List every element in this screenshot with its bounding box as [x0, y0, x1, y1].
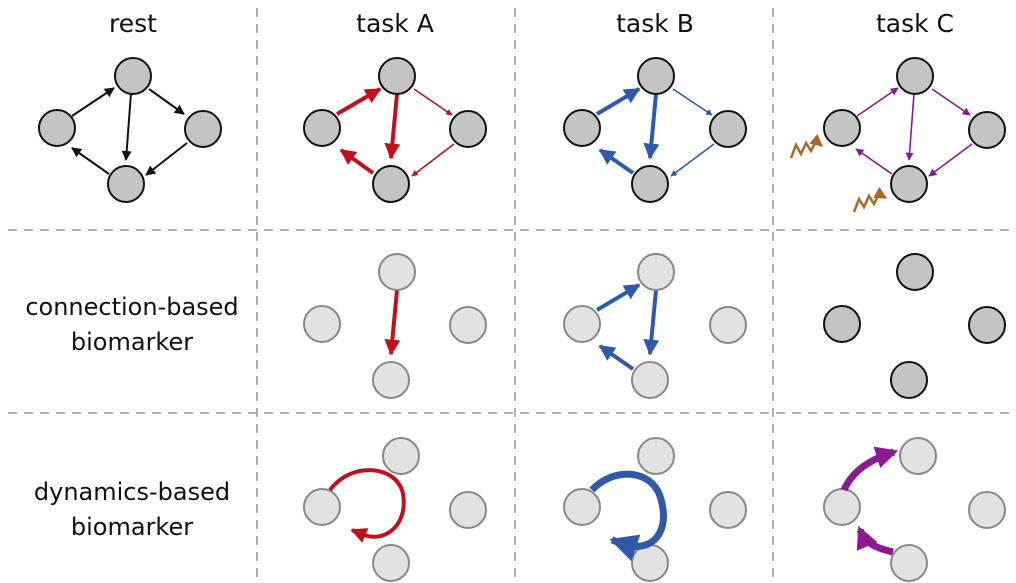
node-circle-icon: [563, 109, 601, 147]
zigzag-input-icon: [789, 133, 823, 159]
node-circle-icon: [709, 110, 747, 148]
connection-task-c: [823, 253, 1006, 399]
node-circle-icon: [449, 491, 487, 529]
header-task-a: task A: [356, 9, 434, 38]
zigzag-input-icon: [852, 186, 888, 213]
node-circle-icon: [896, 253, 934, 291]
header-rest: rest: [109, 9, 157, 38]
arrow-b-bottom-left: [598, 148, 635, 175]
node-circle-icon: [449, 306, 487, 344]
dynamics-task-c: [823, 437, 1006, 582]
arrow-c-right-bottom: [928, 143, 973, 177]
node-circle-icon: [637, 253, 675, 291]
arrow-rest-bottom-left: [71, 147, 110, 175]
node-circle-icon: [563, 488, 601, 526]
row-label-connection-line2: biomarker: [71, 328, 193, 356]
node-circle-icon: [968, 491, 1006, 529]
curved-arrow-dyn-c-upper: [840, 446, 899, 492]
arrow-b-top-right: [672, 88, 713, 116]
node-circle-icon: [378, 253, 416, 291]
arrow-a-top-right: [413, 88, 453, 116]
connection-task-b: [563, 253, 747, 399]
curved-arrow-dyn-c-lower: [856, 525, 894, 556]
grid-lines: [8, 8, 1012, 578]
loop-arrow-dyn-b: [589, 470, 667, 562]
node-circle-icon: [372, 361, 410, 399]
arrow-rest-top-bottom: [121, 92, 132, 161]
node-circle-icon: [449, 110, 487, 148]
arrow-c-bottom-left: [855, 148, 893, 175]
network-task-b: [563, 57, 747, 203]
arrow-c-top-right: [931, 88, 971, 116]
arrow-a-right-bottom: [411, 143, 455, 177]
node-circle-icon: [38, 109, 76, 147]
node-circle-icon: [382, 437, 420, 475]
network-rest: [38, 57, 222, 203]
node-circle-icon: [823, 109, 861, 147]
node-circle-icon: [372, 544, 410, 582]
arrow-a-top-bottom: [384, 93, 401, 160]
row-label-connection-line1: connection-based: [25, 293, 238, 321]
node-circle-icon: [631, 361, 669, 399]
node-circle-icon: [107, 165, 145, 203]
node-circle-icon: [890, 544, 928, 582]
arrow-conn-b-left-top: [595, 283, 641, 312]
arrow-rest-right-bottom: [145, 142, 188, 176]
node-circle-icon: [709, 491, 747, 529]
node-circle-icon: [303, 305, 341, 343]
node-circle-icon: [709, 306, 747, 344]
node-circle-icon: [563, 305, 601, 343]
dynamics-task-a: [303, 437, 487, 582]
node-circle-icon: [968, 111, 1006, 149]
dynamics-task-b: [563, 437, 747, 582]
arrow-conn-b-bottom-left: [598, 344, 635, 371]
loop-arrow-dyn-a: [328, 468, 406, 543]
arrow-rest-left-top: [71, 87, 115, 117]
arrow-b-right-bottom: [670, 143, 715, 177]
arrow-conn-a: [384, 289, 401, 356]
node-circle-icon: [372, 165, 410, 203]
row-label-dynamics-line2: biomarker: [71, 513, 193, 541]
arrow-b-left-top: [595, 87, 641, 116]
node-circle-icon: [303, 488, 341, 526]
node-circle-icon: [637, 57, 675, 95]
network-task-a: [303, 57, 487, 203]
node-circle-icon: [631, 165, 669, 203]
connection-task-a: [303, 253, 487, 399]
arrow-c-left-top: [856, 87, 899, 117]
header-task-c: task C: [876, 9, 954, 38]
node-circle-icon: [184, 110, 222, 148]
node-circle-icon: [631, 544, 669, 582]
node-circle-icon: [896, 57, 934, 95]
node-circle-icon: [899, 437, 937, 475]
node-circle-icon: [378, 57, 416, 95]
network-task-c: [789, 57, 1006, 213]
arrow-a-bottom-left: [339, 148, 375, 175]
node-circle-icon: [303, 109, 341, 147]
node-circle-icon: [823, 305, 861, 343]
node-circle-icon: [637, 437, 675, 475]
node-circle-icon: [890, 361, 928, 399]
arrow-a-left-top: [335, 87, 382, 116]
node-circle-icon: [890, 165, 928, 203]
header-task-b: task B: [616, 9, 694, 38]
node-circle-icon: [823, 488, 861, 526]
node-circle-icon: [114, 57, 152, 95]
arrow-rest-top-right: [148, 88, 185, 115]
node-circle-icon: [968, 306, 1006, 344]
arrow-c-top-bottom: [905, 93, 915, 161]
arrow-conn-b-top-bottom: [643, 289, 660, 356]
row-label-dynamics-line1: dynamics-based: [34, 478, 230, 506]
arrow-b-top-bottom: [643, 93, 660, 160]
